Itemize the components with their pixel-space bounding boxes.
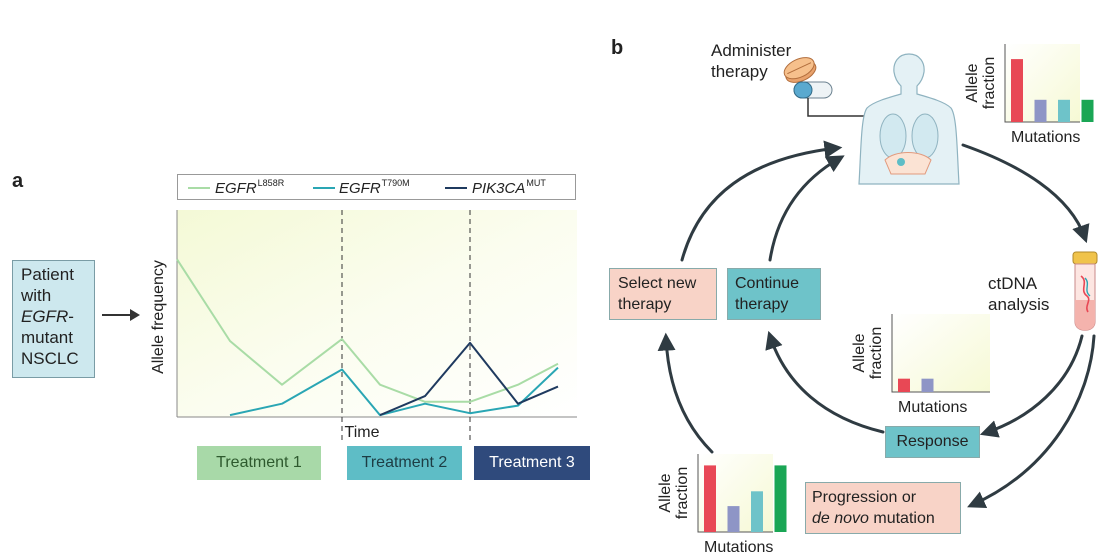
panel-b-letter: b [611, 37, 624, 59]
administer-line2: therapy [711, 62, 768, 81]
mini-y-label: fraction [981, 57, 998, 109]
patient-body-icon [858, 53, 960, 185]
progression-box: Progression or de novo mutation [805, 482, 961, 534]
mini-bar [1034, 99, 1047, 122]
ctdna-line2: analysis [988, 295, 1050, 314]
administer-therapy-label: Administer therapy [711, 40, 791, 82]
patient-line3: EGFR- [21, 306, 94, 327]
patient-gene: EGFR [21, 307, 69, 326]
patient-line5: NSCLC [21, 349, 79, 368]
mini-y-label: Allele [657, 473, 674, 512]
allele-frequency-chart: Time Allele frequency [150, 210, 577, 441]
mini-bar [1081, 99, 1094, 122]
mini-bar [1011, 59, 1023, 122]
patient-line2: with [21, 286, 52, 305]
continue-line1: Continue [735, 275, 800, 292]
continue-line2: therapy [735, 296, 789, 313]
blood-sample-tube-icon [1072, 251, 1098, 331]
legend-item-t790m: EGFRT790M [339, 178, 410, 197]
legend-item-pik3ca: PIK3CAMUT [472, 178, 546, 197]
legend-sup-t790m: T790M [381, 178, 410, 188]
progression-italic: de novo [812, 510, 869, 527]
mini-bar [1058, 99, 1070, 122]
mini-bar [921, 378, 934, 392]
panel-a-letter: a [12, 170, 24, 192]
select-new-line1: Select new [618, 275, 697, 292]
mini-y-label: Allele [964, 63, 981, 102]
arrow-response-to-continue [765, 330, 885, 434]
treatment-2: Treatment 2 [347, 446, 462, 480]
arrow-continue-to-body [768, 155, 845, 262]
treatment-3: Treatment 3 [474, 446, 590, 480]
legend-sup-l858r: L858R [257, 178, 285, 188]
ctdna-line1: ctDNA [988, 274, 1038, 293]
legend-sup-pik3ca: MUT [526, 178, 546, 188]
mini-bar [727, 506, 740, 532]
mini-axes [697, 454, 773, 533]
mini-axes [1004, 44, 1080, 123]
mini-axes [891, 314, 990, 393]
legend-gene-t790m: EGFR [339, 180, 381, 197]
patient-line1: Patient [21, 265, 74, 284]
legend-item-l858r: EGFRL858R [215, 178, 284, 197]
arrow-body-to-ctdna [961, 143, 1090, 244]
legend-swatch-l858r [188, 187, 210, 189]
mini-bar [704, 465, 716, 532]
mini-bar [898, 378, 910, 392]
mini-y-label: fraction [868, 327, 885, 379]
series-line-2 [379, 341, 559, 417]
mini-bar [751, 491, 763, 532]
legend-swatch-pik3ca [445, 187, 467, 189]
series-layer [176, 258, 559, 417]
mini-x-label: Mutations [898, 399, 967, 416]
arrow-progression-to-select [657, 332, 714, 454]
patient-arrow [102, 309, 140, 321]
arrow-ctdna-to-response [979, 334, 1084, 438]
select-new-therapy-box: Select new therapy [609, 268, 717, 320]
chart-legend: EGFRL858R EGFRT790M PIK3CAMUT [177, 174, 576, 200]
x-axis-label: Time [345, 424, 380, 441]
patient-gene-suffix: - [68, 307, 74, 326]
administer-line1: Administer [711, 41, 792, 60]
legend-swatch-t790m [313, 187, 335, 189]
patient-line4: mutant [21, 328, 73, 347]
treatment-1: Treatment 1 [197, 446, 321, 480]
arrow-select-to-body [680, 140, 843, 262]
progression-suffix: mutation [868, 510, 935, 527]
patient-box: Patient with EGFR- mutant NSCLC [12, 260, 95, 378]
progression-line1: Progression or [812, 489, 917, 506]
response-box: Response [885, 426, 980, 458]
mini-x-label: Mutations [1011, 129, 1080, 146]
select-new-line2: therapy [618, 296, 672, 313]
arrow-ctdna-to-progression [967, 334, 1096, 509]
cycle-arrows [657, 140, 1096, 509]
mini-bar [774, 465, 787, 532]
progression-line2: de novo mutation [812, 508, 960, 529]
mini-y-label: Allele [851, 333, 868, 372]
mini-x-label: Mutations [704, 539, 773, 556]
series-line-1 [229, 366, 559, 417]
mini-y-label: fraction [674, 467, 691, 519]
legend-gene-pik3ca: PIK3CA [472, 180, 526, 197]
continue-therapy-box: Continue therapy [727, 268, 821, 320]
series-line-0 [176, 258, 559, 403]
legend-gene-l858r: EGFR [215, 180, 257, 197]
y-axis-label: Allele frequency [150, 260, 167, 374]
ctdna-analysis-label: ctDNA analysis [988, 273, 1049, 315]
